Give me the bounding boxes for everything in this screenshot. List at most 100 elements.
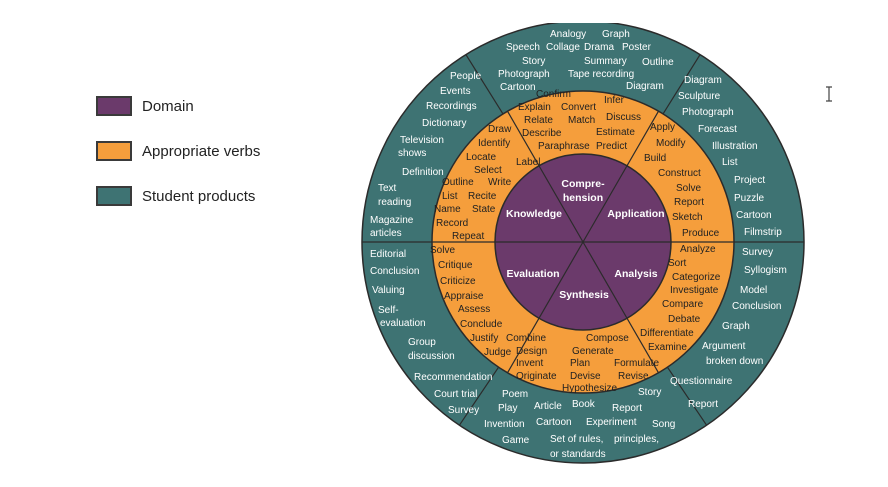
verb-evaluation: Justify: [470, 333, 498, 344]
product-analysis: Conclusion: [732, 301, 781, 312]
verb-knowledge: Name: [434, 204, 461, 215]
product-knowledge: Events: [440, 86, 471, 97]
legend-item-domain: Domain: [96, 94, 260, 118]
domain-label-analysis: Analysis: [614, 268, 657, 280]
verb-synthesis: Combine: [506, 333, 546, 344]
legend-swatch-products: [96, 186, 132, 206]
product-comprehension: Story: [522, 56, 545, 67]
product-evaluation: Editorial: [370, 249, 406, 260]
verb-synthesis: Compose: [586, 333, 629, 344]
product-application: Photograph: [682, 107, 734, 118]
verb-comprehension: Predict: [596, 141, 627, 152]
verb-synthesis: Plan: [570, 358, 590, 369]
product-application: Project: [734, 175, 765, 186]
verb-synthesis: Formulate: [614, 358, 659, 369]
verb-analysis: Categorize: [672, 272, 721, 283]
verb-synthesis: Originate: [516, 371, 557, 382]
product-evaluation: evaluation: [380, 318, 426, 329]
verb-application: Modify: [656, 138, 685, 149]
product-comprehension: Graph: [602, 29, 630, 40]
product-knowledge: shows: [398, 148, 426, 159]
product-application: Forecast: [698, 124, 737, 135]
verb-application: Sketch: [672, 212, 703, 223]
verb-evaluation: Conclude: [460, 319, 503, 330]
verb-comprehension: Confirm: [536, 89, 571, 100]
verb-synthesis: Devise: [570, 371, 601, 382]
verb-knowledge: Draw: [488, 124, 512, 135]
product-knowledge: Definition: [402, 167, 444, 178]
verb-analysis: Debate: [668, 314, 701, 325]
product-knowledge: Television: [400, 135, 444, 146]
verb-comprehension: Relate: [524, 115, 553, 126]
bloom-taxonomy-wheel: Compre-hensionApplicationAnalysisSynthes…: [361, 23, 805, 464]
product-evaluation: Recommendation: [414, 372, 492, 383]
domain-label-knowledge: Knowledge: [506, 208, 562, 220]
verb-analysis: Investigate: [670, 285, 719, 296]
product-knowledge: Magazine: [370, 215, 414, 226]
product-evaluation: Conclusion: [370, 266, 419, 277]
legend-item-verbs: Appropriate verbs: [96, 139, 260, 163]
verb-knowledge: Locate: [466, 152, 496, 163]
product-synthesis: Game: [502, 435, 530, 446]
line-inner-1: [582, 110, 660, 243]
legend-label-verbs: Appropriate verbs: [142, 142, 261, 160]
product-application: List: [722, 157, 738, 168]
verb-analysis: Examine: [648, 342, 687, 353]
product-comprehension: Drama: [584, 42, 614, 53]
product-analysis: Survey: [742, 247, 773, 258]
verb-knowledge: Repeat: [452, 231, 484, 242]
product-comprehension: Photograph: [498, 69, 550, 80]
verb-analysis: Analyze: [680, 244, 716, 255]
product-knowledge: People: [450, 71, 482, 82]
product-synthesis: Cartoon: [536, 417, 572, 428]
text-cursor-icon: [826, 86, 832, 102]
product-synthesis: Play: [498, 403, 517, 414]
verb-evaluation: Criticize: [440, 276, 476, 287]
domain-label-evaluation: Evaluation: [506, 268, 559, 280]
product-knowledge: Dictionary: [422, 118, 466, 129]
product-synthesis: Experiment: [586, 417, 637, 428]
product-application: Filmstrip: [744, 227, 782, 238]
product-analysis: Argument: [702, 341, 746, 352]
verb-knowledge: Write: [488, 177, 512, 188]
verb-synthesis: Revise: [618, 371, 649, 382]
product-synthesis: principles,: [614, 434, 659, 445]
product-application: Puzzle: [734, 193, 764, 204]
product-analysis: Model: [740, 285, 767, 296]
product-evaluation: Valuing: [372, 285, 405, 296]
verb-knowledge: Select: [474, 165, 502, 176]
verb-comprehension: Paraphrase: [538, 141, 590, 152]
verb-synthesis: Generate: [572, 346, 614, 357]
verb-evaluation: Critique: [438, 260, 473, 271]
product-synthesis: or standards: [550, 449, 606, 460]
verb-comprehension: Match: [568, 115, 595, 126]
verb-application: Solve: [676, 183, 701, 194]
product-knowledge: Text: [378, 183, 397, 194]
product-evaluation: Self-: [378, 305, 399, 316]
product-synthesis: Article: [534, 401, 562, 412]
product-application: Sculpture: [678, 91, 721, 102]
product-comprehension: Summary: [584, 56, 627, 67]
verb-knowledge: Recite: [468, 191, 497, 202]
verb-analysis: Compare: [662, 299, 704, 310]
product-knowledge: reading: [378, 197, 411, 208]
product-synthesis: Song: [652, 419, 675, 430]
verb-comprehension: Describe: [522, 128, 562, 139]
product-application: Cartoon: [736, 210, 772, 221]
verb-synthesis: Invent: [516, 358, 543, 369]
verb-evaluation: Appraise: [444, 291, 484, 302]
verb-knowledge: Label: [516, 157, 540, 168]
product-analysis: Questionnaire: [670, 376, 733, 387]
line-inner-6: [506, 110, 584, 243]
legend-item-products: Student products: [96, 184, 260, 208]
line-outer-2: [662, 54, 701, 115]
verb-application: Report: [674, 197, 704, 208]
product-comprehension: Outline: [642, 57, 674, 68]
legend-label-domain: Domain: [142, 97, 194, 115]
verb-synthesis: Hypothesize: [562, 383, 617, 394]
product-evaluation: discussion: [408, 351, 455, 362]
line-inner-3: [582, 241, 660, 374]
verb-analysis: Sort: [668, 258, 687, 269]
product-knowledge: articles: [370, 228, 402, 239]
product-analysis: broken down: [706, 356, 763, 367]
